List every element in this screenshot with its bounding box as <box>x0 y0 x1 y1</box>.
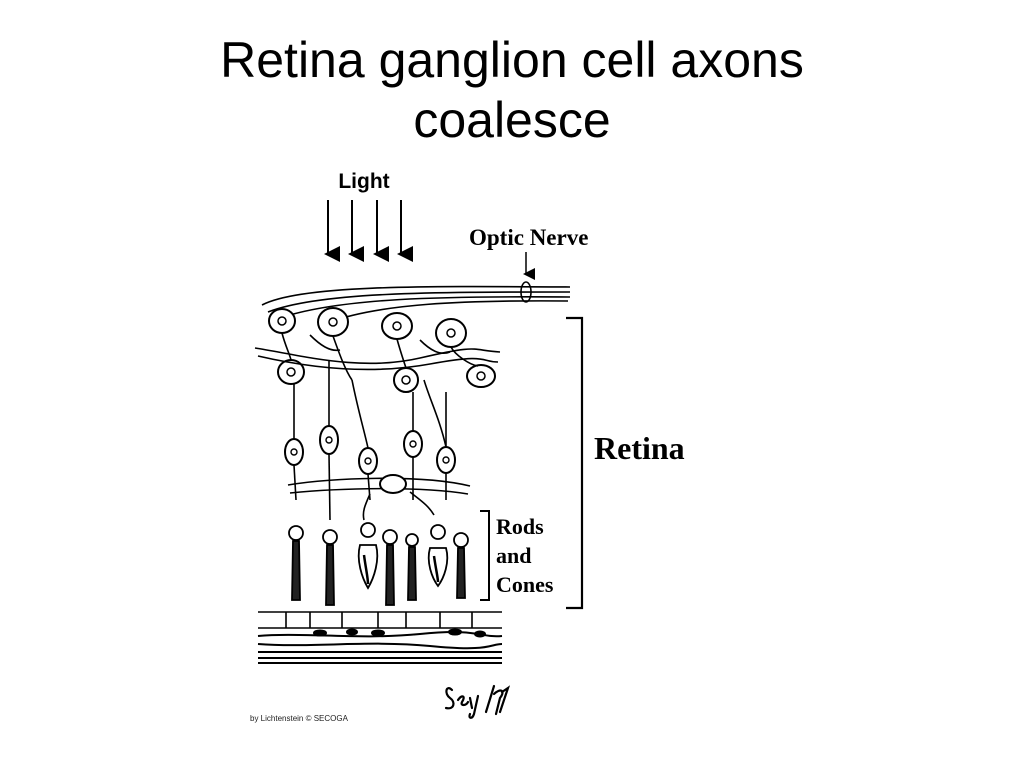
ganglion-cell <box>381 312 413 340</box>
amacrine-cells <box>277 359 496 393</box>
and-label: and <box>496 543 531 568</box>
rod <box>322 529 338 606</box>
nerve-fiber-layer <box>261 281 571 323</box>
title-line-1: Retina ganglion cell axons <box>220 32 804 88</box>
optic-nerve-label: Optic Nerve <box>469 225 588 250</box>
light-label: Light <box>338 170 389 193</box>
title-line-2: coalesce <box>413 92 611 148</box>
cell-processes <box>293 360 447 521</box>
cone <box>357 522 379 590</box>
amacrine-cell <box>393 367 419 393</box>
slide-title: Retina ganglion cell axons coalesce <box>0 30 1024 150</box>
outer-plexiform-layer <box>287 474 471 521</box>
horizontal-cell <box>379 474 407 494</box>
ganglion-cell <box>268 308 296 334</box>
bipolar-cell <box>436 446 456 474</box>
retina-bracket <box>566 316 584 610</box>
ganglion-cell <box>317 307 349 337</box>
rods-cones-bracket <box>480 510 490 601</box>
image-credit: by Lichtenstein © SECOGA <box>250 714 348 723</box>
ganglion-cells <box>268 307 467 348</box>
choroid-layer <box>257 628 503 664</box>
bipolar-cells <box>284 425 456 475</box>
cones-label: Cones <box>496 572 554 597</box>
bipolar-cell <box>403 430 423 458</box>
retina-label: Retina <box>594 430 685 466</box>
rod <box>405 533 419 601</box>
amacrine-cell <box>466 364 496 388</box>
rod <box>288 525 304 601</box>
rod <box>453 532 469 599</box>
rod <box>382 529 398 606</box>
bipolar-cell <box>284 438 304 466</box>
ganglion-cell <box>435 318 467 348</box>
artist-signature <box>444 684 511 719</box>
cone <box>427 524 449 588</box>
light-arrows <box>324 200 413 262</box>
inner-plexiform-layer <box>254 332 501 381</box>
pigment-epithelium <box>258 611 502 629</box>
bipolar-cell <box>319 425 339 455</box>
rods-label: Rods <box>496 514 544 539</box>
photoreceptors <box>288 522 469 606</box>
bipolar-cell <box>358 447 378 475</box>
